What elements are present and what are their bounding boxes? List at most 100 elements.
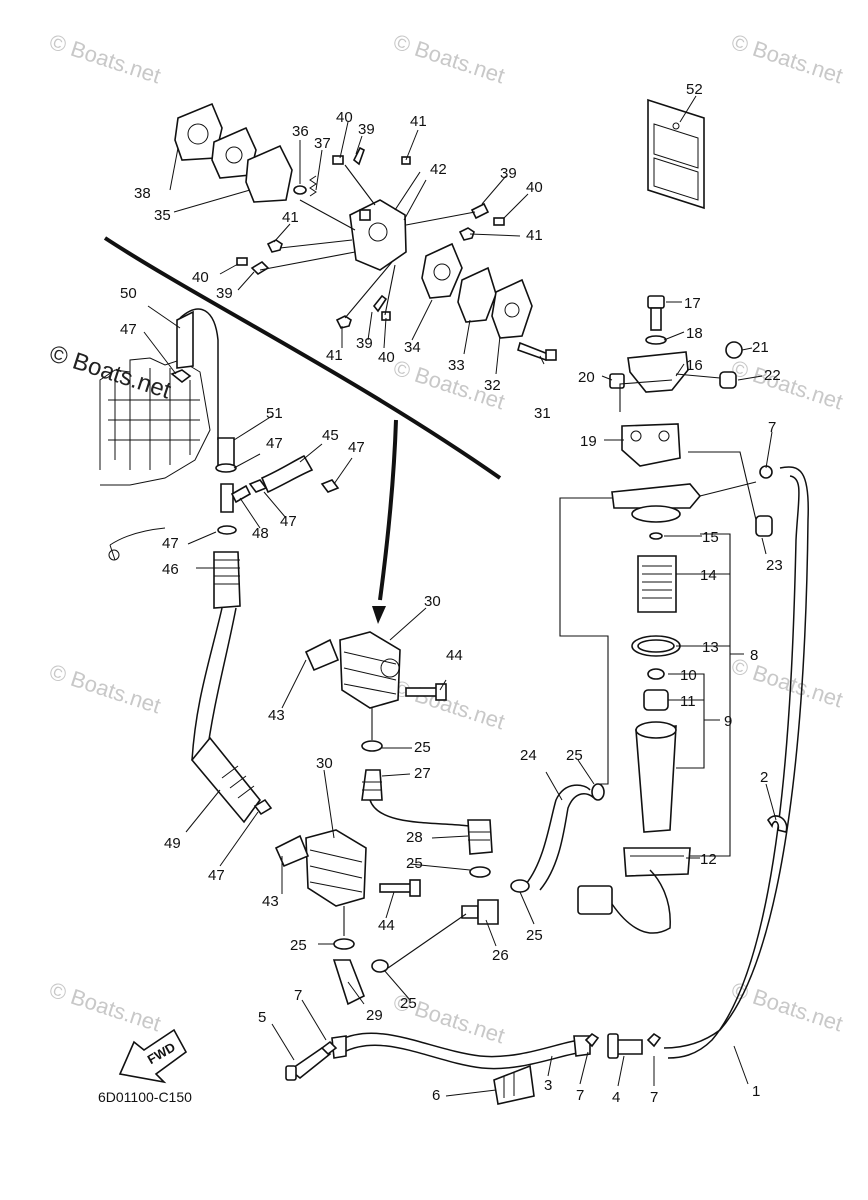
fuel-pump-lower: [274, 829, 421, 1006]
callout-46: 46: [162, 561, 179, 578]
callout-25-a: 25: [566, 747, 583, 764]
diagram-code: 6D01100-C150: [98, 1089, 192, 1105]
callout-41-d: 41: [326, 347, 343, 364]
callout-34: 34: [404, 339, 421, 356]
callout-39-b: 39: [500, 165, 517, 182]
callout-45: 45: [322, 427, 339, 444]
callout-47-a: 47: [120, 321, 137, 338]
callout-40-a: 40: [336, 109, 353, 126]
callout-28: 28: [406, 829, 423, 846]
callout-24: 24: [520, 747, 537, 764]
watermark-text: © Boats.net: [728, 29, 845, 88]
callout-2: 2: [760, 769, 768, 786]
callout-39-c: 39: [216, 285, 233, 302]
callout-32: 32: [484, 377, 501, 394]
callout-47-b: 47: [266, 435, 283, 452]
callout-48: 48: [252, 525, 269, 542]
fuel-pump-upper-group: [174, 102, 557, 362]
callout-7-c: 7: [650, 1089, 658, 1106]
callout-43-b: 43: [262, 893, 279, 910]
callout-7: 7: [294, 987, 302, 1004]
callout-22: 22: [764, 367, 781, 384]
callout-51: 51: [266, 405, 283, 422]
callout-13: 13: [702, 639, 719, 656]
center-hoses: [371, 497, 614, 973]
callout-30-b: 30: [316, 755, 333, 772]
watermark-text: © Boats.net: [390, 29, 507, 88]
watermark-text: © Boats.net: [390, 675, 507, 734]
bottom-fuel-line: [285, 1032, 662, 1105]
callout-47-f: 47: [208, 867, 225, 884]
callout-44-b: 44: [378, 917, 395, 934]
callout-39-a: 39: [358, 121, 375, 138]
callout-27: 27: [414, 765, 431, 782]
callout-11: 11: [680, 693, 696, 710]
callout-41-a: 41: [410, 113, 427, 130]
callout-41-b: 41: [526, 227, 543, 244]
callout-29: 29: [366, 1007, 383, 1024]
callout-38: 38: [134, 185, 151, 202]
callout-25-b: 25: [414, 739, 431, 756]
callout-15: 15: [702, 529, 719, 546]
callout-3: 3: [544, 1077, 552, 1094]
callout-23: 23: [766, 557, 783, 574]
callout-19: 19: [580, 433, 597, 450]
callout-37: 37: [314, 135, 331, 152]
callout-9: 9: [724, 713, 732, 730]
callout-35: 35: [154, 207, 171, 224]
callout-39-d: 39: [356, 335, 373, 352]
callout-25-c: 25: [406, 855, 423, 872]
callout-40-b: 40: [526, 179, 543, 196]
leader-lines: [143, 95, 777, 1097]
callout-47-d: 47: [280, 513, 297, 530]
fuel-filter-assembly: [577, 295, 809, 1059]
callout-21: 21: [752, 339, 769, 356]
watermark-text: © Boats.net: [46, 659, 163, 718]
callout-31: 31: [534, 405, 551, 422]
callout-10: 10: [680, 667, 697, 684]
watermark-text: © Boats.net: [46, 29, 163, 88]
callout-26: 26: [492, 947, 509, 964]
watermark-text: © Boats.net: [46, 977, 163, 1036]
callout-49: 49: [164, 835, 181, 852]
callout-25-e: 25: [400, 995, 417, 1012]
callout-30-a: 30: [424, 593, 441, 610]
callout-7-b: 7: [576, 1087, 584, 1104]
flow-arrowhead: [372, 606, 386, 624]
callout-6: 6: [432, 1087, 440, 1104]
callout-44-a: 44: [446, 647, 463, 664]
warning-tag: [647, 98, 705, 210]
callout-16: 16: [686, 357, 703, 374]
fuel-pump-middle: [304, 631, 493, 878]
section-divider: [103, 236, 502, 480]
callout-43-a: 43: [268, 707, 285, 724]
watermark-text: © Boats.net: [728, 977, 845, 1036]
callout-14: 14: [700, 567, 717, 584]
callout-7-d: 7: [768, 419, 776, 436]
watermark-text: © Boats.net: [728, 355, 845, 414]
callout-47-c: 47: [348, 439, 365, 456]
callout-41-c: 41: [282, 209, 299, 226]
watermark-text: © Boats.net: [46, 340, 174, 405]
callout-20: 20: [578, 369, 595, 386]
callout-1: 1: [752, 1083, 760, 1100]
callout-17: 17: [684, 295, 701, 312]
callout-40-d: 40: [378, 349, 395, 366]
engine-block-outline: [99, 357, 211, 561]
callout-25-f: 25: [526, 927, 543, 944]
callout-33: 33: [448, 357, 465, 374]
callout-52: 52: [686, 81, 703, 98]
callout-18: 18: [686, 325, 703, 342]
fwd-arrow: FWD: [118, 1028, 188, 1084]
callout-4: 4: [612, 1089, 620, 1106]
callout-labels: 1 2 3 4 5 6 7 7 7 7 8 9 10 11 12 13 14 1…: [120, 81, 783, 1106]
callout-47-e: 47: [162, 535, 179, 552]
watermark-text: © Boats.net: [728, 653, 845, 712]
callout-5: 5: [258, 1009, 266, 1026]
callout-25-d: 25: [290, 937, 307, 954]
left-hose-assembly: [170, 308, 340, 824]
callout-8: 8: [750, 647, 758, 664]
flow-arrow: [378, 419, 398, 601]
callout-42: 42: [430, 161, 447, 178]
